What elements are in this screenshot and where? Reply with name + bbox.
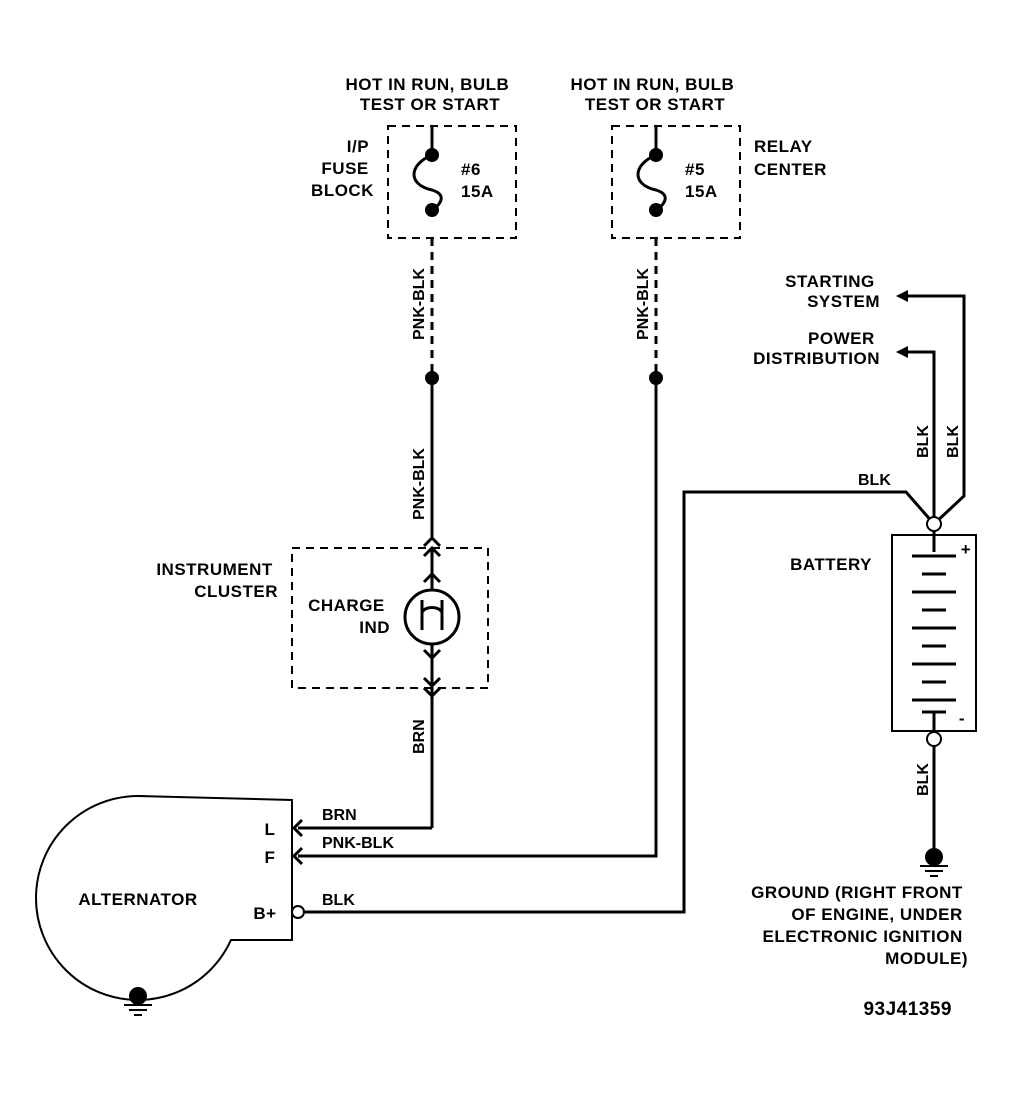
blk-wire-starting-system (904, 294, 966, 526)
alternator-terminal-l: L (265, 820, 276, 839)
pnk-blk-wire-label-1: PNK-BLK (411, 268, 428, 340)
fuse-5-terminal-bottom (649, 203, 663, 217)
hot-in-run-label-left: HOT IN RUN, BULB TEST OR START (345, 75, 514, 114)
brn-wire-label-vertical: BRN (411, 719, 428, 754)
pnk-blk-wire-to-f (298, 378, 658, 858)
battery-negative-terminal (926, 731, 942, 747)
instrument-cluster-box (291, 547, 489, 689)
blk-wire-label-ground: BLK (915, 763, 932, 796)
diagram-id: 93J41359 (863, 999, 952, 1020)
blk-wire-label-b: BLK (322, 892, 355, 909)
blk-wire-label-start: BLK (945, 425, 962, 458)
brn-wire-label-l: BRN (322, 807, 357, 824)
ground-location-label: GROUND (RIGHT FRONT OF ENGINE, UNDER ELE… (751, 883, 968, 968)
charge-indicator-bulb (403, 588, 461, 646)
alternator-ground-symbol (124, 987, 152, 1016)
blk-wire-b-plus-to-battery (305, 490, 936, 914)
alternator-terminal-f: F (265, 848, 276, 867)
connector-f (291, 846, 304, 866)
relay-center-box (611, 125, 741, 239)
fuse-5-element (636, 153, 667, 212)
instrument-cluster-label: INSTRUMENT CLUSTER (156, 560, 278, 601)
relay-center-label: RELAY CENTER (754, 137, 827, 179)
battery-plus-sign: + (961, 540, 971, 559)
blk-wire-label-power: BLK (915, 425, 932, 458)
blk-wire-label-top: BLK (858, 472, 891, 489)
connector-l (291, 818, 304, 838)
battery-label: BATTERY (790, 555, 872, 574)
connector-bulb-top (422, 571, 442, 584)
fuse-6-rating: #6 15A (461, 160, 494, 201)
starting-system-label: STARTING SYSTEM (785, 272, 880, 311)
connector-bulb-bottom (422, 648, 442, 661)
pnk-blk-wire-label-2: PNK-BLK (411, 448, 428, 520)
battery-ground-symbol (920, 848, 948, 877)
connector-top-outer (422, 535, 442, 548)
pnk-blk-wire-label-3: PNK-BLK (635, 268, 652, 340)
battery-positive-terminal (926, 516, 942, 532)
battery-case (891, 534, 977, 732)
fuse-5-rating: #5 15A (685, 160, 718, 201)
ip-fuse-block-label: I/P FUSE BLOCK (311, 137, 374, 200)
charge-ind-label: CHARGE IND (308, 596, 390, 637)
battery-cells (912, 554, 956, 714)
terminal-b-plus-ring (291, 905, 305, 919)
alternator-terminal-b-plus: B+ (253, 904, 276, 923)
arrow-starting-system (896, 290, 908, 302)
arrow-power-distribution (896, 346, 908, 358)
hot-in-run-label-right: HOT IN RUN, BULB TEST OR START (570, 75, 739, 114)
connector-bottom-inner (422, 676, 442, 689)
power-distribution-label: POWER DISTRIBUTION (753, 329, 880, 368)
bulb-filament (420, 600, 444, 630)
alternator-label: ALTERNATOR (78, 890, 197, 909)
alternator-terminal-mask (230, 804, 288, 936)
ip-fuse-block-box (387, 125, 517, 239)
fuse-6-element (412, 153, 443, 212)
pnk-blk-wire-label-f: PNK-BLK (322, 835, 394, 852)
fuse-6-terminal-bottom (425, 203, 439, 217)
blk-wire-power-distribution (904, 350, 936, 524)
battery-minus-sign: - (959, 709, 965, 728)
